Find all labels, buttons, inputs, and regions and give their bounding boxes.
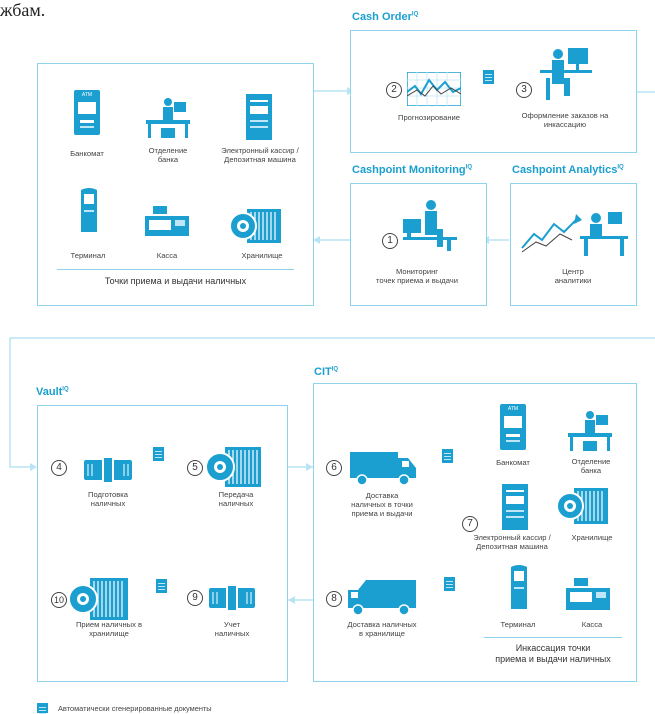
points-register-label: Касса — [156, 251, 178, 260]
bank-branch-icon — [146, 98, 190, 138]
step-9-label: Учет наличных — [214, 620, 250, 638]
terminal-icon — [511, 565, 527, 609]
cit-storage-label: Хранилище — [571, 533, 613, 542]
step-4-badge: 4 — [51, 460, 67, 476]
cit-cashier-label: Электронный кассир / Депозитная машина — [473, 533, 551, 551]
vault-storage-icon — [229, 209, 281, 243]
step-3-badge: 3 — [516, 82, 532, 98]
vault-storage-icon — [556, 488, 608, 524]
bank-branch-icon — [568, 411, 612, 451]
cash-register-icon — [566, 578, 610, 610]
order-operator-icon — [540, 48, 592, 100]
cit-caption-divider — [484, 637, 622, 638]
vault-receive-icon — [68, 578, 128, 620]
step-8-badge: 8 — [326, 591, 342, 607]
document-icon — [444, 577, 455, 591]
analytics-center-icon — [521, 212, 628, 256]
forecast-chart-icon — [407, 72, 461, 106]
analytics-title: Cashpoint AnalyticsIQ — [512, 164, 624, 176]
step-7-badge: 7 — [462, 516, 478, 532]
cash-order-title: Cash OrderIQ — [352, 11, 419, 23]
step-8-label: Доставка наличных в хранилище — [347, 620, 417, 638]
step-1-label: Мониторинг точек приема и выдачи — [376, 267, 458, 285]
points-branch-label: Отделение банка — [148, 146, 188, 164]
document-icon — [483, 70, 494, 84]
step-6-label: Доставка наличных в точки приема и выдач… — [351, 491, 413, 518]
deposit-machine-icon — [502, 484, 528, 530]
atm-screen-text: ATM — [81, 92, 93, 98]
points-caption-divider — [57, 269, 294, 270]
monitoring-box — [350, 183, 487, 306]
points-storage-label: Хранилище — [241, 251, 283, 260]
step-5-badge: 5 — [187, 460, 203, 476]
cit-atm-label: Банкомат — [496, 458, 530, 467]
analytics-box — [510, 183, 637, 306]
monitoring-title: Cashpoint MonitoringIQ — [352, 164, 472, 176]
return-truck-icon — [348, 580, 416, 616]
step-6-badge: 6 — [326, 460, 342, 476]
analytics-label: Центр аналитики — [554, 267, 592, 285]
document-icon — [153, 447, 164, 461]
terminal-icon — [81, 188, 97, 232]
cash-count-icon — [209, 586, 255, 610]
vault-transfer-icon — [205, 447, 261, 487]
atm-icon — [500, 404, 526, 450]
document-icon — [442, 449, 453, 463]
step-9-badge: 9 — [187, 590, 203, 606]
clipped-top-text: жбам. — [0, 0, 46, 20]
vault-title: VaultIQ — [36, 386, 69, 398]
step-10-badge: 10 — [51, 592, 67, 608]
step-2-label: Прогнозирование — [397, 113, 460, 122]
step-2-badge: 2 — [386, 82, 402, 98]
points-caption: Точки приема и выдачи наличных — [104, 276, 247, 286]
step-5-label: Передача наличных — [218, 490, 254, 508]
monitoring-operator-icon — [403, 200, 457, 251]
cit-caption: Инкассация точки приема и выдачи наличны… — [495, 643, 611, 664]
atm-screen-text: ATM — [507, 406, 519, 412]
atm-icon — [74, 90, 100, 135]
cit-box — [313, 383, 637, 682]
cit-register-label: Касса — [581, 620, 603, 629]
cit-terminal-label: Терминал — [500, 620, 536, 629]
cit-branch-label: Отделение банка — [571, 457, 611, 475]
points-atm-label: Банкомат — [70, 149, 104, 158]
step-3-label: Оформление заказов на инкассацию — [521, 111, 609, 129]
document-icon — [156, 579, 167, 593]
points-cashier-label: Электронный кассир / Депозитная машина — [221, 146, 299, 164]
step-4-label: Подготовка наличных — [88, 490, 128, 508]
points-terminal-label: Терминал — [70, 251, 106, 260]
delivery-truck-icon — [350, 452, 416, 486]
cit-title: CITIQ — [314, 366, 339, 378]
legend-document-icon — [37, 703, 48, 713]
legend-label: Автоматически сгенерированные документы — [58, 704, 212, 713]
step-10-label: Прием наличных в хранилище — [75, 620, 143, 638]
cash-register-icon — [145, 206, 189, 236]
step-1-badge: 1 — [382, 233, 398, 249]
deposit-machine-icon — [246, 94, 272, 140]
cash-bundle-icon — [84, 458, 132, 482]
